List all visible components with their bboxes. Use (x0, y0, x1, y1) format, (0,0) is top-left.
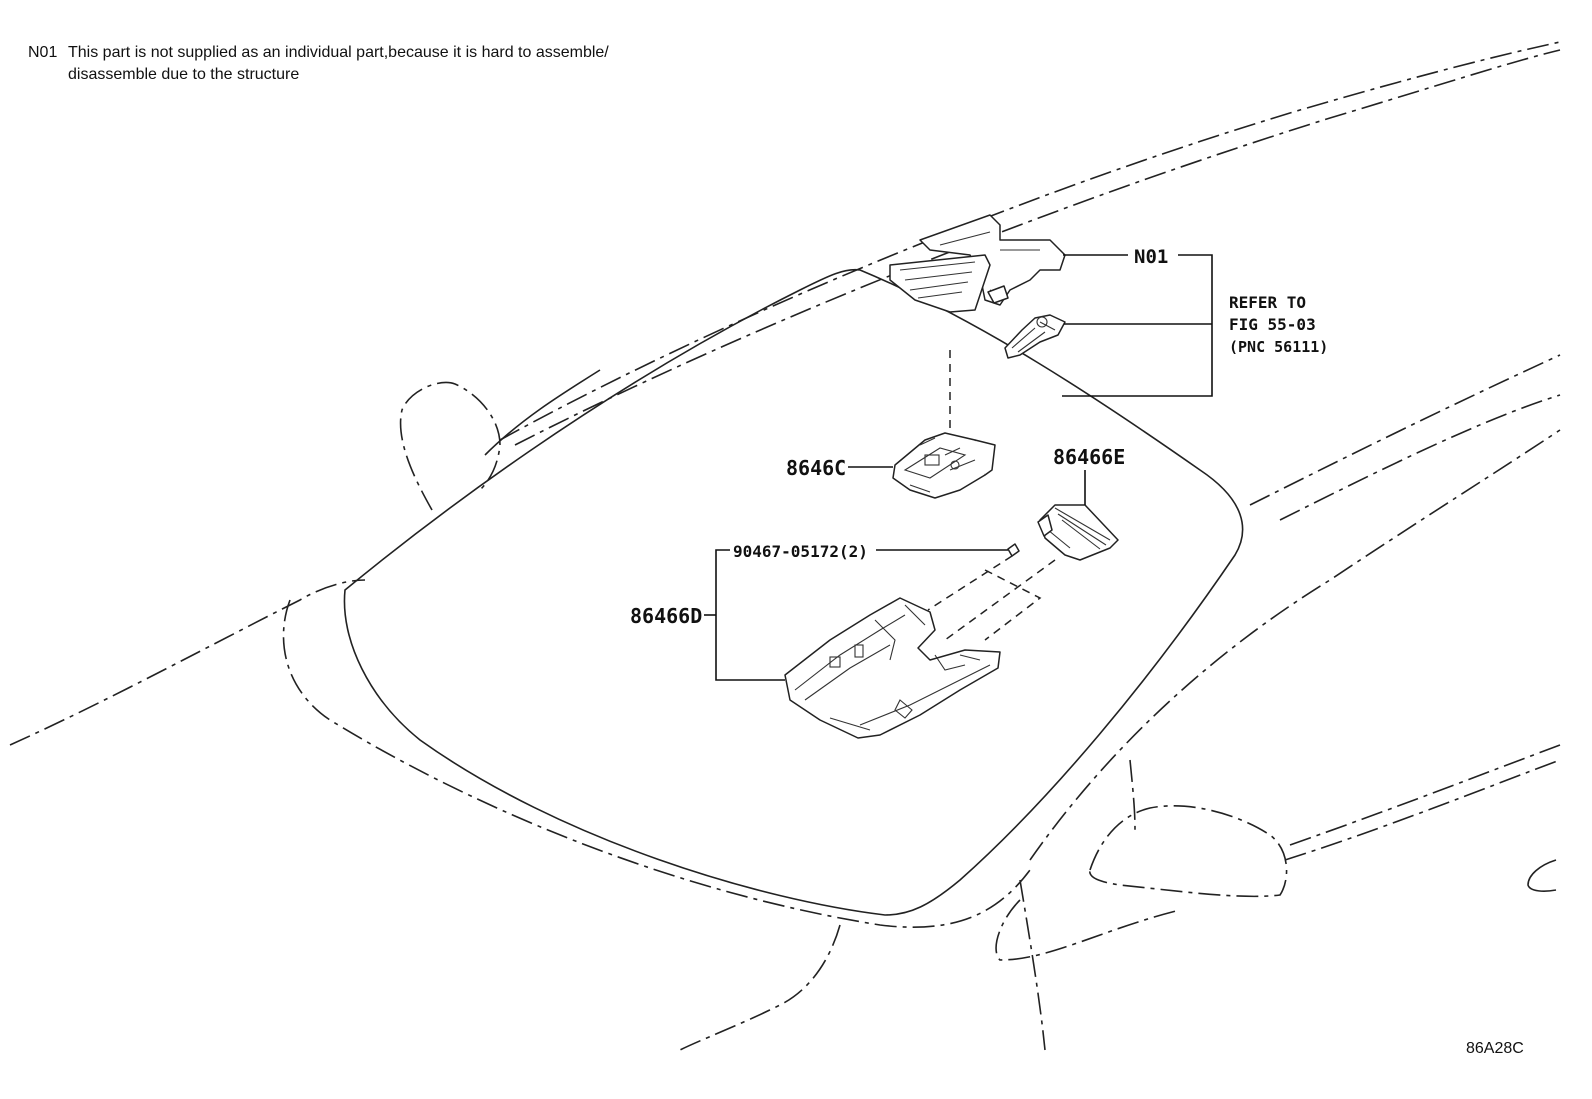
footnote: N01 This part is not supplied as an indiv… (28, 42, 609, 86)
part-8646c-sensor[interactable] (892, 432, 996, 499)
illustration-code: 86A28C (1466, 1040, 1524, 1057)
footnote-line1: This part is not supplied as an individu… (68, 44, 609, 61)
callout-n01[interactable]: N01 (1134, 246, 1168, 268)
part-n01-bracket[interactable] (889, 214, 1066, 313)
callout-90467-05172[interactable]: 90467-05172(2) (733, 542, 868, 561)
callout-86466d[interactable]: 86466D (630, 604, 702, 628)
leader-lines (704, 254, 1213, 681)
callout-refer-line1[interactable]: REFER TO (1229, 293, 1306, 312)
callout-refer-line3[interactable]: (PNC 56111) (1229, 338, 1328, 356)
callout-8646c[interactable]: 8646C (786, 456, 846, 480)
car-body-outline (9, 41, 1561, 1051)
footnote-line2: disassemble due to the structure (68, 66, 300, 83)
callout-86466e[interactable]: 86466E (1053, 445, 1125, 469)
part-86466d-housing[interactable] (784, 597, 1001, 739)
part-clip-refer[interactable] (1004, 314, 1066, 359)
footnote-id: N01 (28, 44, 58, 61)
callout-refer-line2[interactable]: FIG 55-03 (1229, 315, 1316, 334)
part-86466e-cover[interactable] (1037, 504, 1119, 561)
assembly-lines (927, 350, 1056, 641)
part-90467-clip[interactable] (1007, 543, 1020, 557)
